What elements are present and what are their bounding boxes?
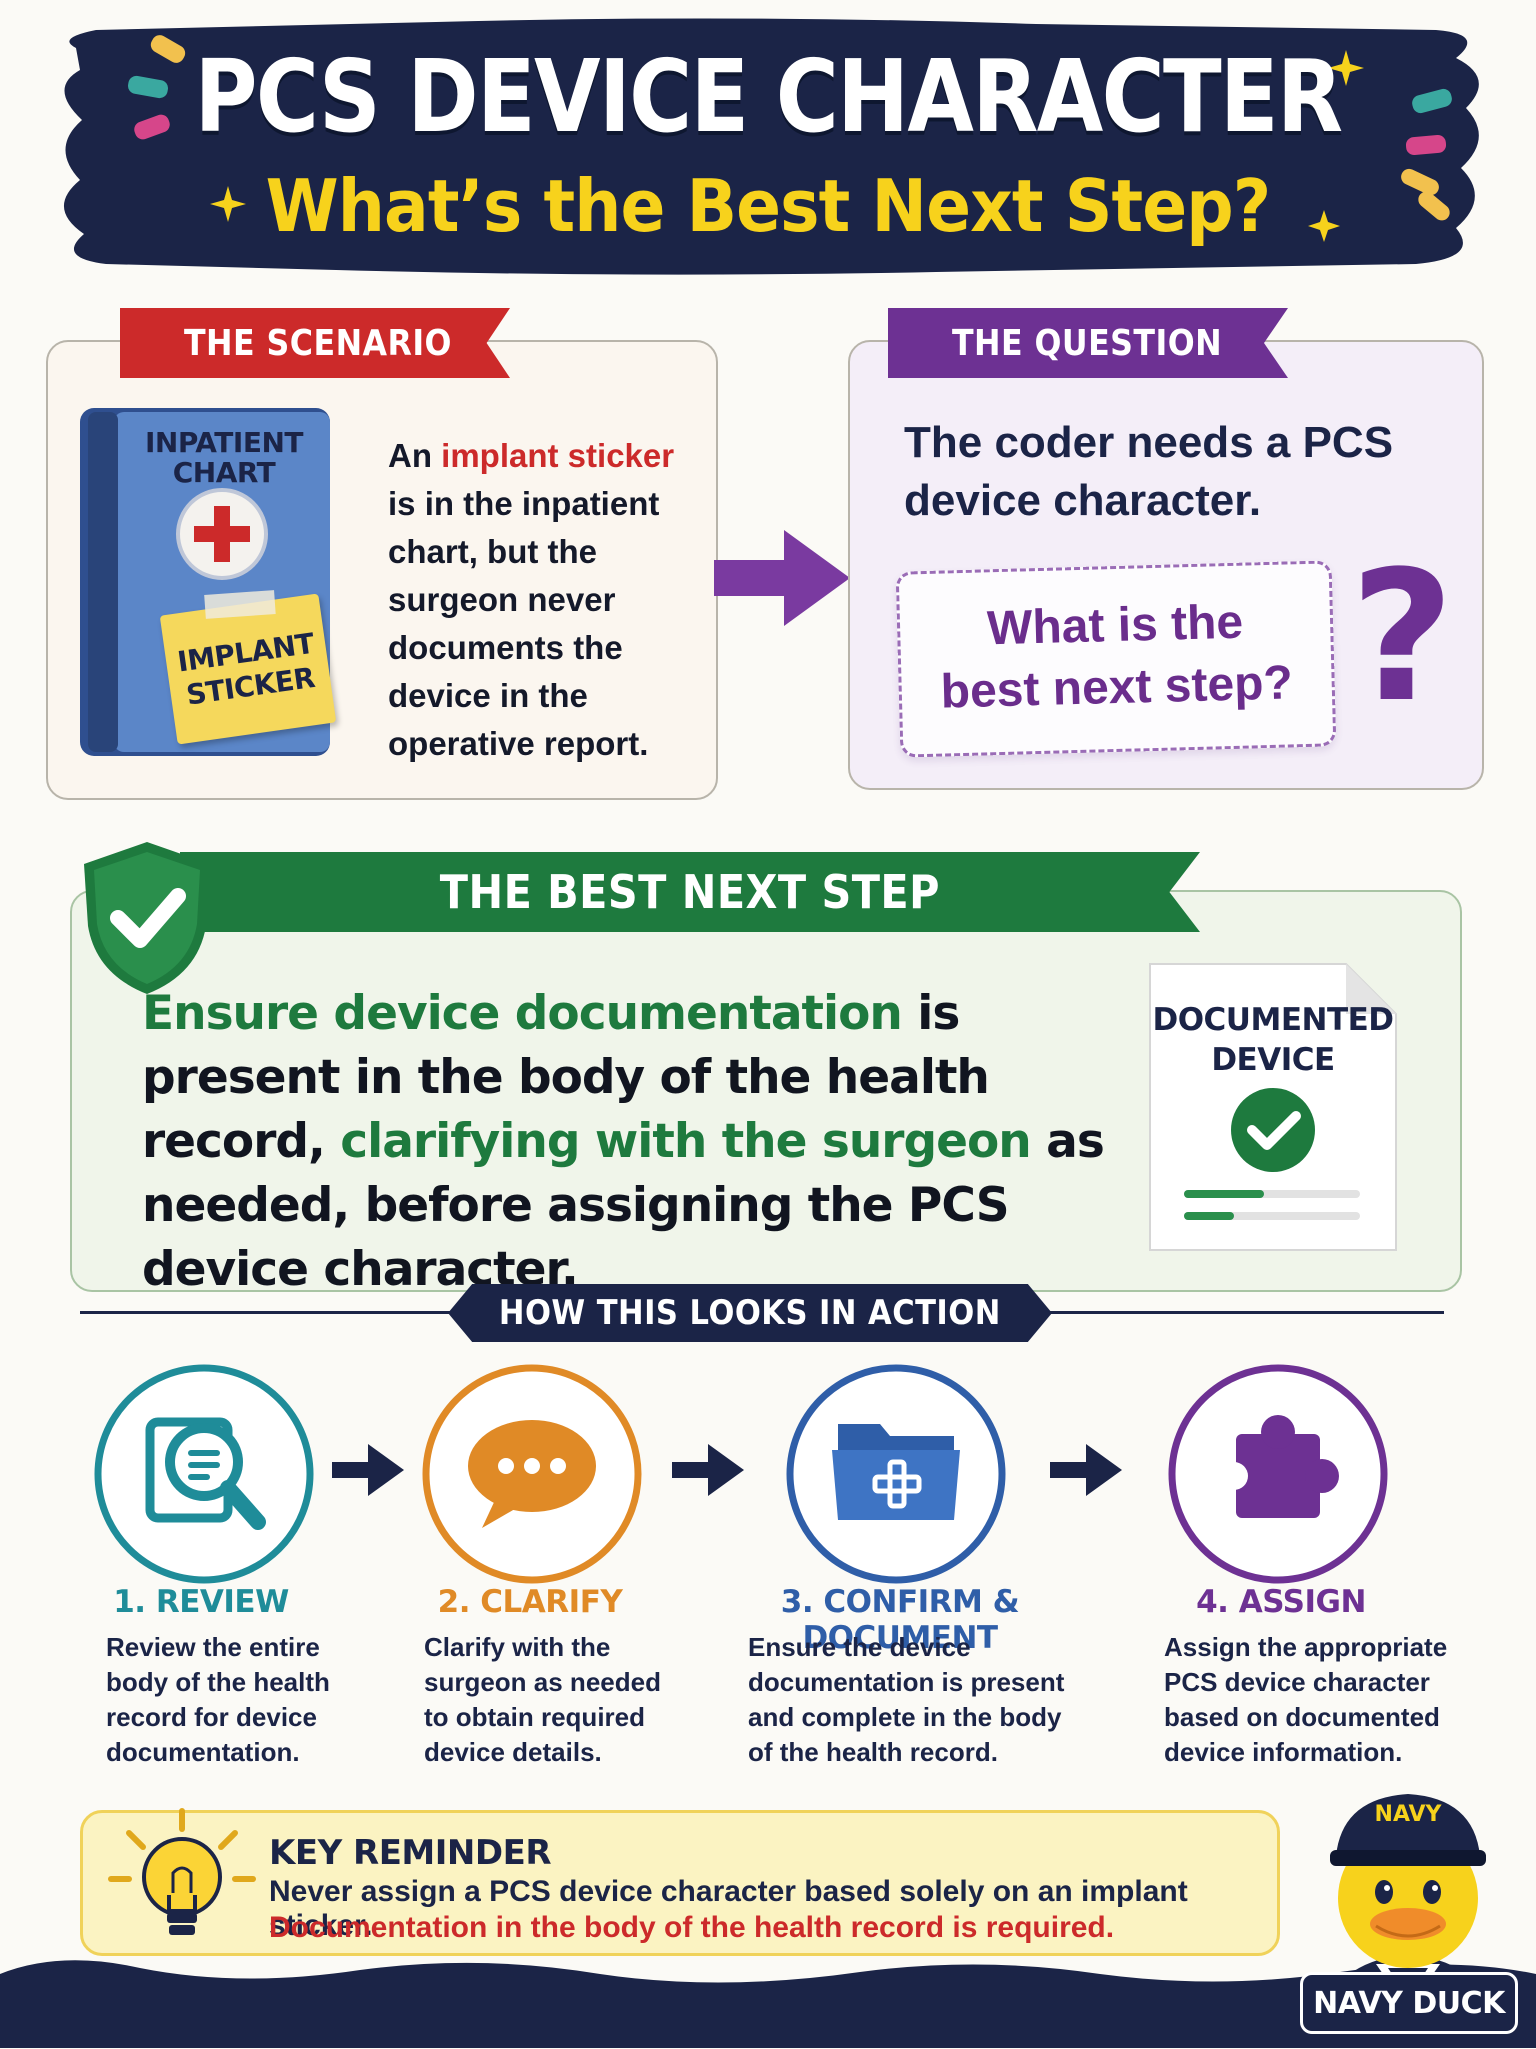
- best-step-statement: Ensure device documentation is present i…: [142, 986, 1105, 1297]
- step-1-description: Review the entire body of the health rec…: [106, 1632, 330, 1767]
- header-banner: PCS DEVICE CHARACTER What’s the Best Nex…: [36, 8, 1500, 284]
- step-1-title: 1. REVIEW: [113, 1584, 289, 1620]
- key-reminder-line2: Documentation in the body of the health …: [269, 1911, 1115, 1944]
- implant-sticker-highlight: implant sticker: [441, 437, 675, 474]
- key-reminder-title: KEY REMINDER: [269, 1833, 552, 1873]
- step-3-title: 3. CONFIRM & DOCUMENT: [780, 1584, 1020, 1656]
- chart-label-line1: INPATIENT: [145, 426, 303, 459]
- step-4-description: Assign the appropriate PCS device charac…: [1164, 1632, 1448, 1767]
- step-assign-circle: [1168, 1364, 1388, 1584]
- implant-sticker-note: IMPLANT STICKER: [159, 590, 337, 745]
- confetti-left-icon: [128, 35, 186, 140]
- banner-brush-shape: [63, 18, 1479, 275]
- lightbulb-icon: [108, 1808, 256, 1935]
- question-ribbon: THE QUESTION: [888, 308, 1288, 378]
- sparkle-icon: [1328, 50, 1364, 86]
- chart-label-line2: CHART: [172, 456, 276, 489]
- page-subtitle: What’s the Best Next Step?: [265, 164, 1272, 248]
- magnifier-document-icon: [145, 1417, 266, 1530]
- step-4-title: 4. ASSIGN: [1196, 1584, 1366, 1620]
- step-arrow-icon: [1050, 1444, 1122, 1496]
- step-arrow-icon: [332, 1444, 404, 1496]
- medical-folder-icon: [832, 1424, 960, 1520]
- question-mark-icon: ?: [1350, 533, 1455, 742]
- question-callout-line1: What is the: [986, 595, 1244, 656]
- shield-check-icon: [84, 842, 210, 994]
- inpatient-chart-illustration: INPATIENT CHART IMPLANT STICKER: [78, 404, 338, 760]
- document-page-icon: [1149, 963, 1397, 1251]
- key-reminder-line1: Never assign a PCS device character base…: [269, 1875, 1188, 1942]
- best-step-ribbon: THE BEST NEXT STEP: [180, 852, 1200, 932]
- key-reminder-box: KEY REMINDER Never assign a PCS device c…: [80, 1808, 1280, 1956]
- question-callout: What is the best next step?: [895, 560, 1337, 758]
- duck-name-tag: NAVY DUCK: [1300, 1972, 1518, 2034]
- chat-bubble-icon: [468, 1420, 596, 1528]
- step-arrow-icon: [672, 1444, 744, 1496]
- navy-duck-mascot: NAVY NAVY DUCK: [1296, 1774, 1520, 2044]
- sparkle-icon: [1308, 210, 1340, 242]
- documented-device-label: DOCUMENTED DEVICE: [1152, 1002, 1394, 1078]
- sparkle-icon: [210, 186, 246, 222]
- page-title: PCS DEVICE CHARACTER: [194, 38, 1344, 155]
- arrow-right-icon: [714, 530, 850, 626]
- tape-strip: [204, 590, 276, 619]
- duck-hat-label: NAVY: [1374, 1802, 1442, 1827]
- confetti-right-icon: [1401, 88, 1452, 221]
- question-callout-line2: best next step?: [940, 656, 1294, 719]
- question-text: The coder needs a PCS device character.: [904, 418, 1394, 525]
- step-3-description: Ensure the device documentation is prese…: [748, 1632, 1065, 1767]
- step-review-circle: [94, 1364, 314, 1584]
- step-confirm-circle: [786, 1364, 1006, 1584]
- scenario-ribbon: THE SCENARIO: [120, 308, 510, 378]
- step-2-description: Clarify with the surgeon as needed to ob…: [424, 1632, 661, 1767]
- step-2-title: 2. CLARIFY: [437, 1584, 623, 1620]
- action-header: HOW THIS LOOKS IN ACTION: [448, 1284, 1052, 1342]
- bottom-wave: [0, 1960, 1536, 2048]
- step-clarify-circle: [422, 1364, 642, 1584]
- puzzle-piece-icon: [1220, 1415, 1339, 1518]
- documented-device-sheet: [1146, 958, 1400, 1256]
- scenario-description: An implant sticker is in the inpatient c…: [388, 437, 675, 762]
